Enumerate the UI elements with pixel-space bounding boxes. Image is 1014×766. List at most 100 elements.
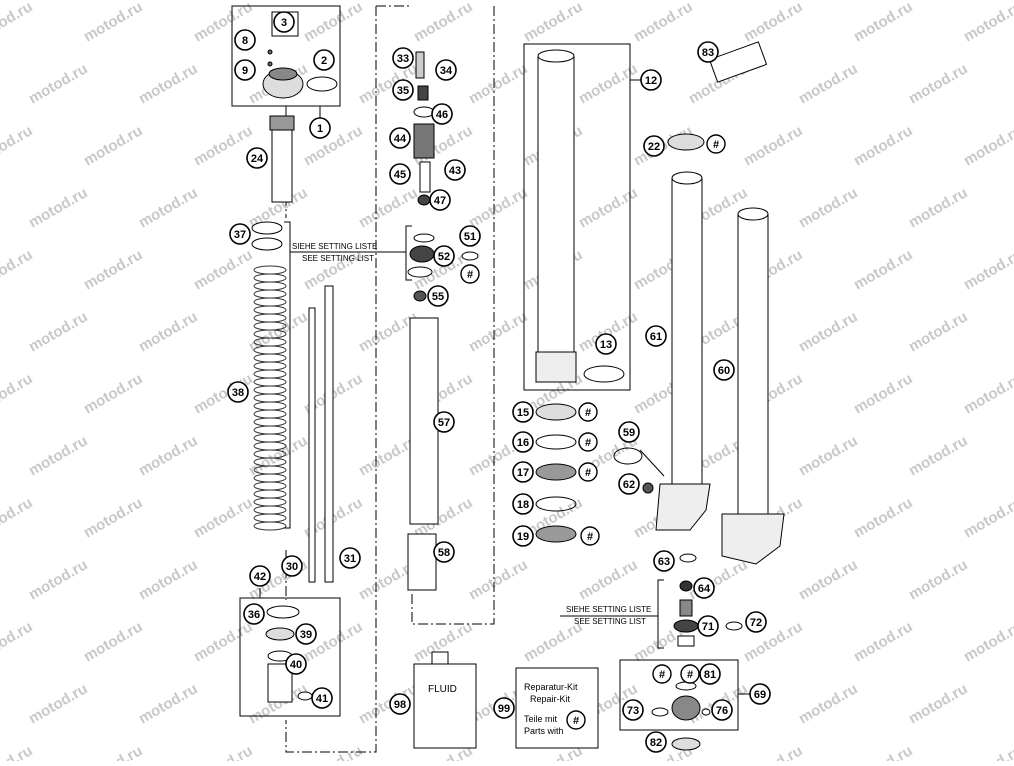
fluid-cap	[431, 651, 449, 665]
spring-coil	[253, 297, 287, 307]
callout-number: 55	[432, 291, 444, 303]
watermark-text: motod.ru	[851, 122, 916, 169]
watermark-text: motod.ru	[741, 742, 806, 761]
watermark-text: motod.ru	[686, 556, 751, 603]
callout-circle	[433, 245, 455, 267]
callout-circle	[427, 285, 449, 307]
part-9-spring	[267, 61, 273, 67]
spring-coil	[253, 369, 287, 379]
callout-59: 59	[618, 421, 640, 443]
callout-19: 19	[512, 525, 534, 547]
setting-note-de-1: SIEHE SETTING LISTE	[292, 242, 377, 251]
callout-number: 46	[436, 109, 448, 121]
spring-coil	[253, 417, 287, 427]
callout-number: 73	[627, 705, 639, 717]
callout-circle	[493, 697, 515, 719]
callout-circle	[653, 550, 675, 572]
watermark-text: motod.ru	[851, 370, 916, 417]
base-valve-bracket	[657, 579, 664, 649]
part-83-label	[708, 41, 768, 83]
part-69-valve	[671, 695, 701, 721]
watermark-text: motod.ru	[796, 680, 861, 727]
callout-circle	[643, 135, 665, 157]
spring-coil	[253, 377, 287, 387]
hash-badge: #	[578, 432, 598, 452]
callout-60: 60	[713, 359, 735, 381]
callout-number: 59	[623, 427, 635, 439]
watermark-text: motod.ru	[0, 0, 36, 45]
hash-circle	[652, 664, 672, 684]
callout-52: 52	[433, 245, 455, 267]
watermark-text: motod.ru	[81, 494, 146, 541]
watermark-text: motod.ru	[906, 556, 971, 603]
callout-83: 83	[697, 41, 719, 63]
callout-62: 62	[618, 473, 640, 495]
callout-46: 46	[431, 103, 453, 125]
hash-symbol: #	[573, 715, 579, 727]
watermark-text: motod.ru	[631, 0, 696, 45]
watermark-text: motod.ru	[576, 60, 641, 107]
callout-number: 36	[248, 609, 260, 621]
callout-81: 81	[699, 663, 721, 685]
callout-9: 9	[234, 59, 256, 81]
watermark-text: motod.ru	[356, 680, 421, 727]
part-18-clip	[535, 496, 577, 512]
repair-kit-en: Repair-Kit	[530, 694, 571, 704]
repair-kit-box	[515, 667, 599, 749]
callout-number: 40	[290, 659, 302, 671]
callout-17: 17	[512, 461, 534, 483]
fluid-label: FLUID	[428, 684, 457, 695]
spring-coil	[253, 401, 287, 411]
spring-coil	[253, 361, 287, 371]
callout-circle	[595, 333, 617, 355]
watermark-text: motod.ru	[906, 60, 971, 107]
watermark-text: motod.ru	[191, 122, 256, 169]
part-33-needle	[415, 51, 425, 79]
setting-notes: SIEHE SETTING LISTE SEE SETTING LIST SIE…	[292, 242, 651, 626]
callout-circle	[234, 29, 256, 51]
hash-badge: #	[652, 664, 672, 684]
hash-symbol: #	[659, 669, 665, 681]
spring-coil	[253, 289, 287, 299]
leader-59	[639, 449, 665, 477]
part-60-inner-tube	[737, 213, 769, 515]
callout-number: 76	[716, 705, 728, 717]
outer-tube-12-frame	[523, 43, 631, 391]
callout-number: 37	[234, 229, 246, 241]
callout-number: 43	[449, 165, 461, 177]
hash-badge: #	[706, 134, 726, 154]
hash-symbol: #	[713, 139, 719, 151]
watermark-text: motod.ru	[961, 494, 1014, 541]
callout-circle	[392, 79, 414, 101]
callout-number: 99	[498, 703, 510, 715]
watermark-text: motod.ru	[741, 0, 806, 45]
callout-circle	[749, 683, 771, 705]
callout-35: 35	[392, 79, 414, 101]
hash-circle	[680, 664, 700, 684]
callout-number: 35	[397, 85, 409, 97]
watermark-text: motod.ru	[136, 556, 201, 603]
watermark-text: motod.ru	[81, 0, 146, 45]
callout-circle	[622, 699, 644, 721]
spring-coil	[253, 393, 287, 403]
spring-coil	[253, 425, 287, 435]
hash-symbol: #	[585, 407, 591, 419]
hash-badge: #	[578, 402, 598, 422]
part-55-nut	[413, 290, 427, 302]
callout-circle	[433, 541, 455, 563]
callout-number: 44	[394, 133, 407, 145]
callout-31: 31	[339, 547, 361, 569]
part-71-piston	[673, 619, 699, 633]
watermark-text: motod.ru	[466, 556, 531, 603]
callout-24: 24	[246, 147, 268, 169]
callout-82: 82	[645, 731, 667, 753]
watermark-text: motod.ru	[796, 184, 861, 231]
hash-badge-layer: #########	[460, 134, 726, 730]
callout-number: 81	[704, 669, 716, 681]
callout-circle	[645, 325, 667, 347]
hash-symbol: #	[585, 467, 591, 479]
callout-number: 72	[750, 617, 762, 629]
watermark-text: motod.ru	[191, 246, 256, 293]
callout-circle	[444, 159, 466, 181]
